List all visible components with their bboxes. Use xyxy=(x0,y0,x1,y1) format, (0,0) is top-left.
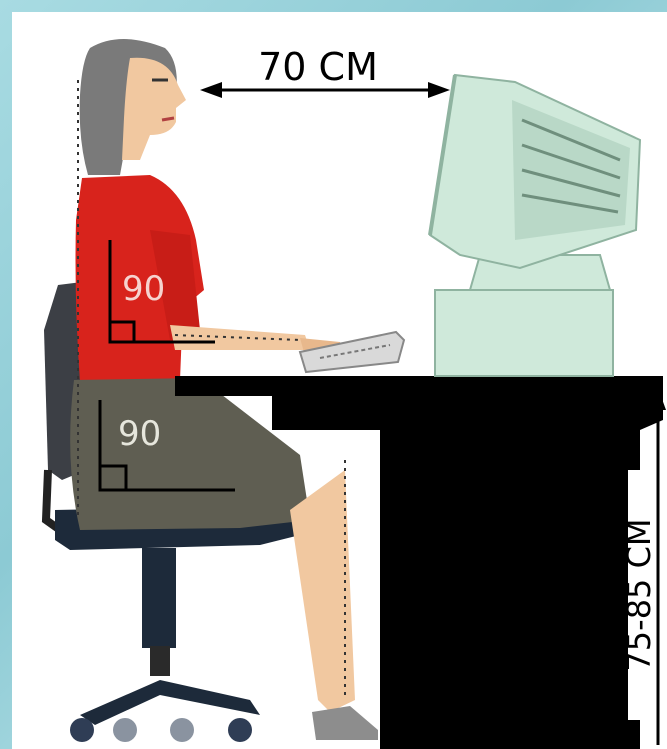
lower-angle-label: 90 xyxy=(118,414,161,454)
upper-angle-label: 90 xyxy=(122,269,165,309)
keyboard xyxy=(300,332,404,372)
chair-piston xyxy=(150,646,170,676)
chair-wheel xyxy=(70,718,94,742)
height-label: 75-85 CM xyxy=(620,518,658,671)
chair-base xyxy=(80,680,260,725)
chair-wheel xyxy=(228,718,252,742)
computer-monitor xyxy=(430,75,640,376)
desk-top xyxy=(175,376,663,396)
computer-case xyxy=(435,290,613,376)
keyboard-body xyxy=(300,332,404,372)
eye-distance-indicator: 70 CM xyxy=(200,45,450,98)
arrow-left xyxy=(200,82,222,98)
face xyxy=(122,58,186,160)
shoe xyxy=(312,706,378,740)
mouth xyxy=(162,118,174,120)
chair-post xyxy=(142,548,176,648)
chair-wheel xyxy=(170,718,194,742)
chair-wheel xyxy=(113,718,137,742)
distance-label: 70 CM xyxy=(258,45,378,89)
arrow-right xyxy=(428,82,450,98)
